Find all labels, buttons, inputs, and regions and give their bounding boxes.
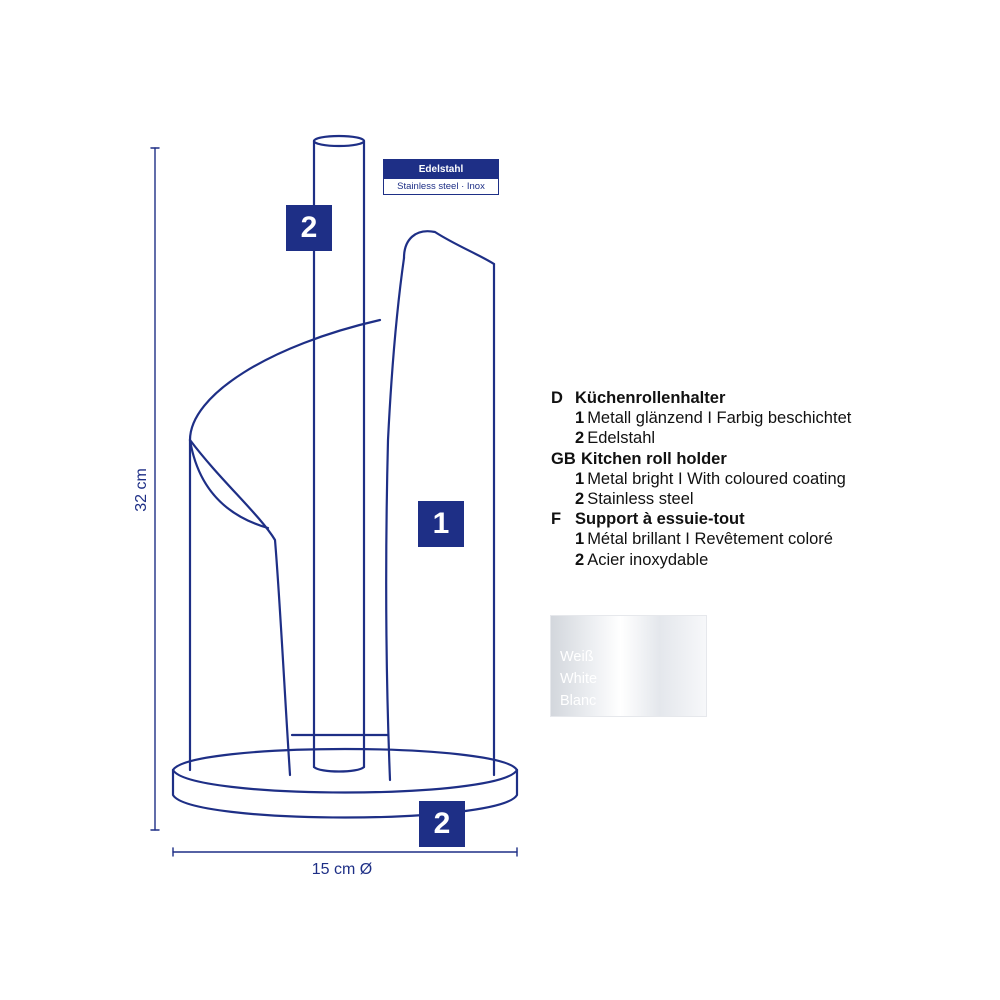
- diameter-dimension-label: 15 cm Ø: [311, 861, 373, 878]
- legend-language-code: GB: [551, 449, 576, 468]
- material-tag-title: Edelstahl: [384, 160, 498, 179]
- legend-language-code: F: [551, 510, 562, 529]
- swatch-label-en: White: [560, 671, 598, 687]
- color-swatch: Weiß White Blanc: [550, 615, 707, 717]
- callout-base-badge: 2: [419, 801, 465, 847]
- legend-heading-gb: GB Kitchen roll holder: [551, 449, 971, 469]
- legend-heading-f: F Support à essuie-tout: [551, 509, 971, 529]
- holder-body: [188, 230, 496, 782]
- base-plate: [171, 747, 519, 819]
- material-tag-subtitle: Stainless steel · Inox: [397, 181, 485, 192]
- legend-product-title: Support à essuie-tout: [575, 510, 745, 529]
- swatch-label-fr: Blanc: [560, 693, 597, 709]
- legend-product-title: Kitchen roll holder: [581, 449, 727, 468]
- legend-product-title: Küchenrollenhalter: [575, 389, 726, 407]
- callout-body-badge: 1: [418, 501, 464, 547]
- legend-heading-d: D Küchenrollenhalter: [551, 388, 971, 408]
- swatch-label-de: Weiß: [560, 649, 594, 665]
- height-dimension-label: 32 cm: [133, 468, 150, 512]
- callout-rod-badge: 2: [286, 205, 332, 251]
- material-tag: Edelstahl Stainless steel · Inox: [383, 159, 499, 195]
- legend-language-code: D: [551, 389, 563, 407]
